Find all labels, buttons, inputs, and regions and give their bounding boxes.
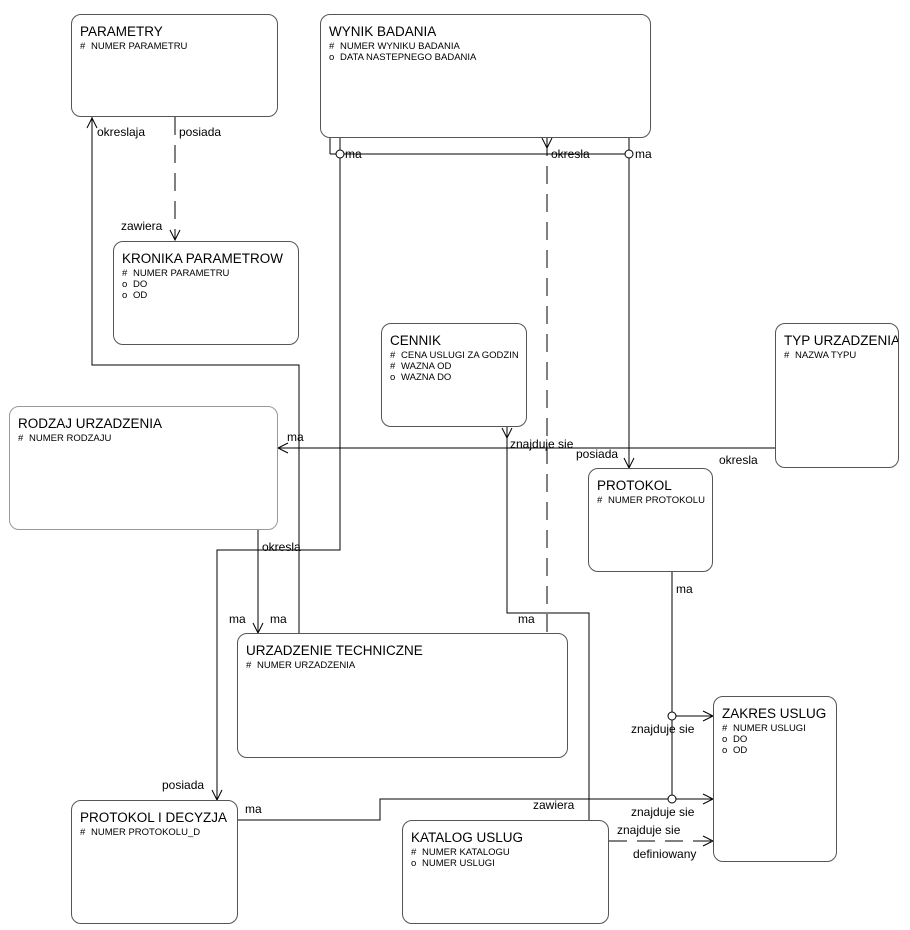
rel-label-okreslaja: okreslaja <box>97 125 146 139</box>
entity-parametry[interactable]: PARAMETRY #NUMER PARAMETRU <box>71 14 278 117</box>
optional-wynik-right <box>624 149 634 159</box>
attribute: #NUMER RODZAJU <box>18 433 112 444</box>
rel-label-ma-rodzaj: ma <box>287 430 304 444</box>
entity-title: KATALOG USLUG <box>411 830 524 845</box>
optional-decyzja-zakres <box>667 794 677 804</box>
crow-cennik <box>501 427 513 440</box>
entity-title: URZADZENIE TECHNICZNE <box>246 643 423 658</box>
attribute: #NUMER WYNIKU BADANIA <box>329 41 460 52</box>
attribute-list: #NUMER RODZAJU <box>18 433 111 444</box>
attribute-list: #NUMER URZADZENIA <box>246 660 355 671</box>
attribute: #NUMER USLUGI <box>722 723 806 734</box>
crow-wynik-urz <box>541 137 553 150</box>
rel-label-ma-cennik-urz: ma <box>518 612 535 626</box>
rel-label-okresla-urzadzenie: okresla <box>262 540 301 554</box>
rel-label-posiada-parametry: posiada <box>179 125 222 139</box>
attribute: #NAZWA TYPU <box>784 350 857 361</box>
attribute: #NUMER PARAMETRU <box>122 268 230 279</box>
line-wynik-decyzja <box>216 138 341 800</box>
crow-parametry <box>86 116 98 129</box>
entity-cennik[interactable]: CENNIK #CENA USLUGI ZA GODZIN #WAZNA OD … <box>381 323 527 427</box>
entity-urzadzenie-techniczne[interactable]: URZADZENIE TECHNICZNE #NUMER URZADZENIA <box>237 633 568 758</box>
rel-label-ma-urz-1: ma <box>229 612 246 626</box>
rel-label-posiada-protokol: posiada <box>576 447 619 461</box>
rel-label-znajduje-sie-katalog: znajduje sie <box>617 823 681 837</box>
entity-title: WYNIK BADANIA <box>329 24 437 39</box>
entity-title: PROTOKOL <box>597 478 672 493</box>
entity-title: CENNIK <box>390 333 442 348</box>
attribute-list: #NUMER PARAMETRU <box>80 41 187 52</box>
rel-label-okresla-typ: okresla <box>719 453 758 467</box>
attribute-list: #NUMER PROTOKOLU <box>597 495 705 506</box>
attribute: #NUMER PARAMETRU <box>80 41 188 52</box>
line-cennik-katalog <box>506 427 590 820</box>
entity-typ-urzadzenia[interactable]: TYP URZADZENIA #NAZWA TYPU <box>775 323 899 468</box>
optional-protokol-zakres <box>667 711 677 721</box>
attribute: #CENA USLUGI ZA GODZIN <box>390 350 519 361</box>
optional-wynik-left <box>335 149 345 159</box>
entity-protokol-i-decyzja[interactable]: PROTOKOL I DECYZJA #NUMER PROTOKOLU_D <box>71 800 238 924</box>
rel-label-znajduje-sie-zakres-1: znajduje sie <box>631 722 695 736</box>
entity-rodzaj-urzadzenia[interactable]: RODZAJ URZADZENIA #NUMER RODZAJU <box>9 406 278 530</box>
crow-kronika <box>169 229 181 242</box>
attribute-list: #NUMER PROTOKOLU_D <box>80 827 200 838</box>
attribute: #NUMER KATALOGU <box>411 847 510 858</box>
rel-label-posiada-decyzja: posiada <box>162 778 205 792</box>
entity-title: ZAKRES USLUG <box>722 706 827 721</box>
attribute-list: #NAZWA TYPU <box>784 350 856 361</box>
rel-label-zawiera-katalog: zawiera <box>533 798 575 812</box>
attribute: #NUMER PROTOKOLU <box>597 495 705 506</box>
attribute: #NUMER PROTOKOLU_D <box>80 827 201 838</box>
line-parametry-urzadzenie <box>91 117 300 633</box>
crow-rodzaj <box>276 442 289 454</box>
attribute: #NUMER URZADZENIA <box>246 660 356 671</box>
rel-label-ma-wynik-left: ma <box>345 147 362 161</box>
entity-title: PROTOKOL I DECYZJA <box>80 810 228 825</box>
entity-title: TYP URZADZENIA <box>784 333 899 348</box>
rel-label-definiowany: definiowany <box>633 847 697 861</box>
rel-label-znajduje-sie-cennik: znajduje sie <box>510 437 574 451</box>
rel-label-okresla-wynik: okresla <box>551 147 590 161</box>
entity-title: KRONIKA PARAMETROW <box>122 251 284 266</box>
entity-protokol[interactable]: PROTOKOL #NUMER PROTOKOLU <box>588 468 713 572</box>
attribute: #WAZNA OD <box>390 361 452 372</box>
rel-label-zawiera-kronika: zawiera <box>121 219 163 233</box>
rel-label-ma-protokol: ma <box>676 582 693 596</box>
line-decyzja-zakres <box>238 798 713 821</box>
entity-title: PARAMETRY <box>80 24 163 39</box>
rel-label-ma-wynik-right: ma <box>635 147 652 161</box>
rel-label-ma-urz-2: ma <box>270 612 287 626</box>
rel-label-ma-decyzja: ma <box>245 802 262 816</box>
rel-label-znajduje-sie-zakres-2: znajduje sie <box>631 805 695 819</box>
entity-title: RODZAJ URZADZENIA <box>18 416 163 431</box>
